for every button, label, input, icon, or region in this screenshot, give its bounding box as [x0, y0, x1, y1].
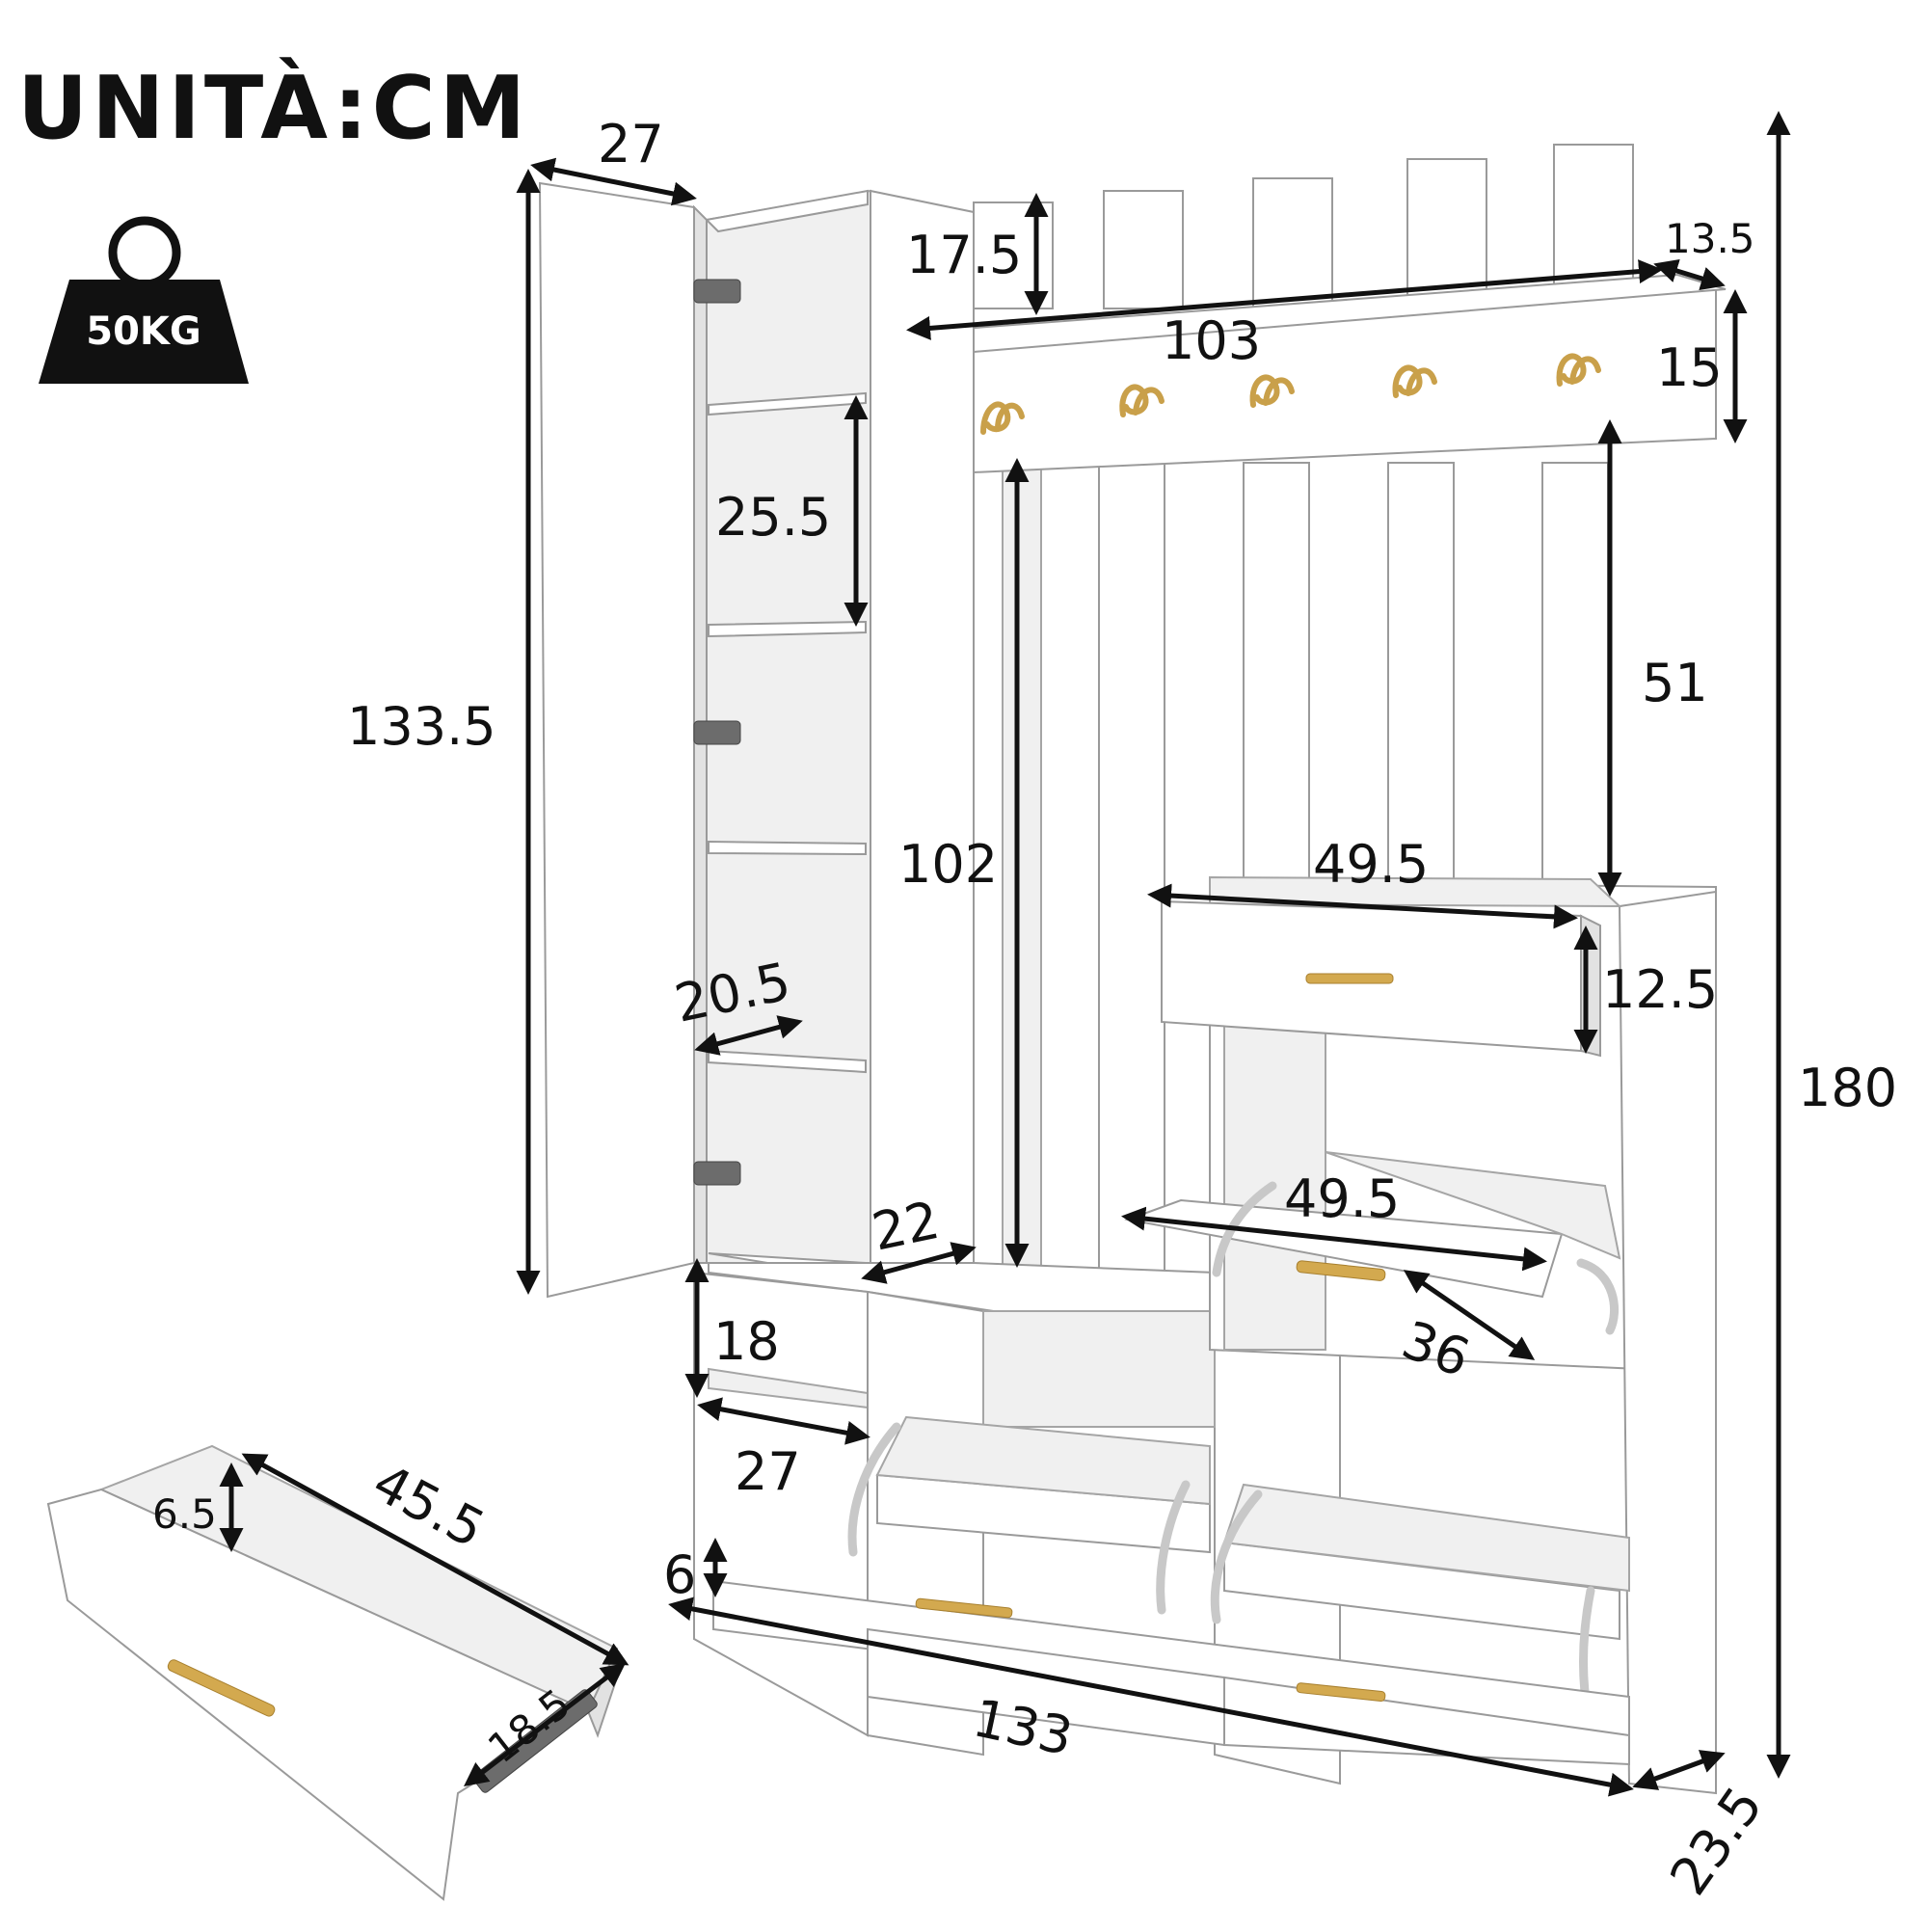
dim-compartment-height: 25.5 [715, 487, 831, 548]
coat-hooks [980, 353, 1601, 435]
hook-icon [1556, 353, 1601, 387]
dim-bench-depth: 22 [867, 1190, 944, 1263]
cabinet-door [538, 181, 695, 1299]
dim-detail-drawer-height: 6.5 [152, 1490, 217, 1538]
hook-icon [1119, 384, 1165, 417]
hook-icon [1249, 374, 1295, 408]
dim-cabinet-height: 133.5 [347, 696, 496, 757]
dim-drawer-width: 49.5 [1313, 834, 1429, 895]
dim-total-height: 180 [1798, 1058, 1897, 1118]
dim-open-height: 18 [713, 1311, 780, 1372]
dim-door-width: 27 [598, 114, 664, 174]
drawer-handle [1305, 973, 1394, 984]
dim-shelf-height: 15 [1656, 337, 1723, 398]
unit-title: UNITÀ:CM [17, 58, 530, 159]
hook-icon [980, 401, 1025, 435]
dim-open-depth: 27 [735, 1441, 801, 1502]
hinge-icon [693, 279, 741, 304]
drawer-handle [167, 1659, 276, 1717]
hook-icon [1392, 364, 1437, 398]
hinge-icon [693, 720, 741, 745]
dim-drawer-height: 12.5 [1602, 959, 1718, 1020]
weight-icon: 50KG [39, 216, 249, 384]
detail-drawer [46, 1444, 619, 1901]
dim-shelf-width: 103 [1162, 310, 1261, 371]
weight-label: 50KG [86, 309, 201, 354]
dim-top-gap: 17.5 [906, 225, 1022, 285]
hinge-icon [693, 1161, 741, 1186]
dim-hanger-height: 51 [1642, 653, 1708, 713]
dim-panel-height: 102 [898, 834, 998, 895]
dim-shoe-width: 49.5 [1284, 1168, 1400, 1229]
tall-cabinet [538, 181, 975, 1299]
dim-shelf-depth: 13.5 [1665, 215, 1755, 262]
dim-base-height: 6 [663, 1544, 696, 1605]
dimension-arrows [219, 111, 1791, 1797]
dim-total-depth: 23.5 [1658, 1776, 1775, 1906]
